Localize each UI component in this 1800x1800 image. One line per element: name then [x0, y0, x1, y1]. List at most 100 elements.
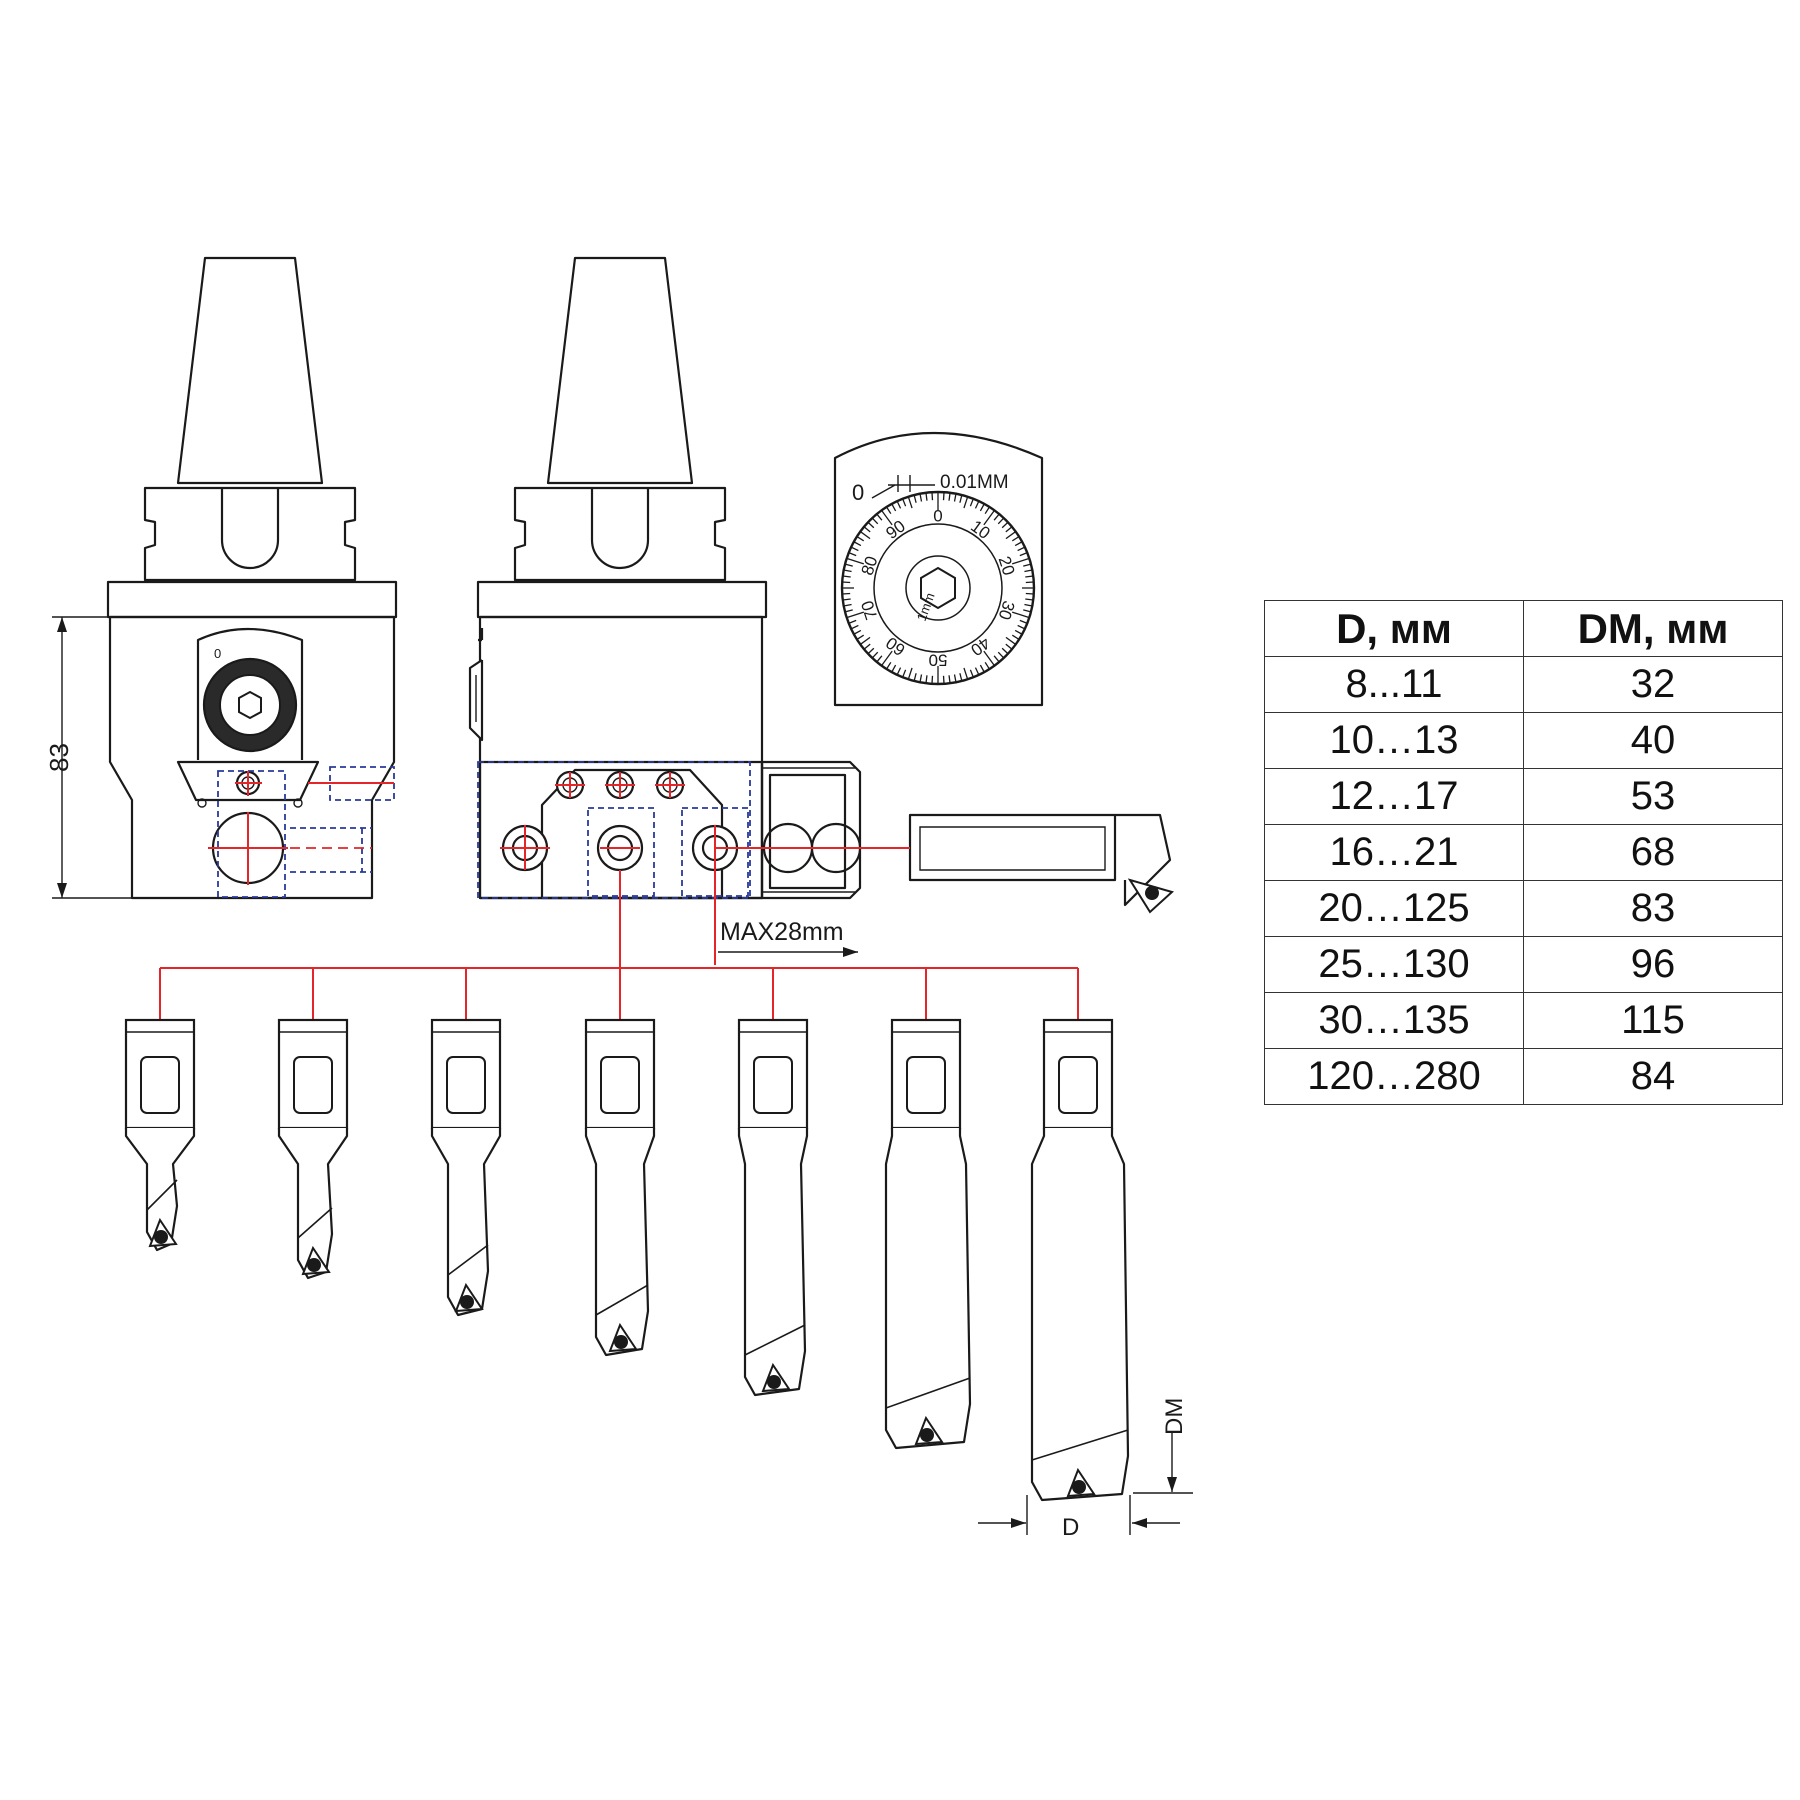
bar-flat: [446, 1056, 486, 1114]
dial-tick: [896, 667, 902, 676]
bar-flat: [753, 1056, 793, 1114]
d-label: D: [1062, 1514, 1079, 1541]
dial-number: 50: [929, 651, 948, 670]
dial-tick: [853, 541, 862, 547]
dial-tick: [846, 611, 865, 619]
dial-ticks: [842, 492, 1034, 684]
dial-number: 70: [858, 598, 882, 622]
dial-tick: [1011, 557, 1030, 565]
body-top-plate: [106, 580, 398, 619]
bar-flat: [140, 1056, 180, 1114]
dim-83-line: [52, 616, 132, 899]
dial-tick: [867, 521, 875, 529]
boring-bar: [884, 1018, 972, 1450]
dial-tick: [1019, 552, 1028, 557]
dial-number: 20: [995, 554, 1019, 578]
taper-shank: [176, 256, 324, 485]
taper-shank-2: [546, 256, 694, 485]
bar-body: [884, 1128, 972, 1450]
dial-tick: [931, 675, 934, 684]
cell-d: 8...11: [1264, 656, 1524, 713]
dial-tick: [1005, 526, 1013, 533]
bar-flat: [293, 1056, 333, 1114]
max-arrow-head: [843, 947, 858, 957]
dial-tick: [886, 661, 892, 670]
dial-tick: [979, 503, 985, 512]
insert-screw: [460, 1295, 474, 1309]
cell-d: 30…135: [1264, 992, 1524, 1049]
dial-hex-icon: [920, 566, 956, 610]
center-screw: [235, 771, 262, 796]
dial-tick: [871, 517, 879, 525]
boring-head-front-view: 0 83: [44, 256, 398, 900]
dial-tick: [846, 557, 865, 565]
hidden-bore-3: [681, 807, 749, 897]
dial-tick: [1025, 598, 1034, 601]
dial-tick: [959, 673, 963, 682]
cell-dm: 40: [1523, 712, 1783, 769]
bar-flat: [600, 1056, 640, 1114]
hidden-bore-2: [587, 807, 655, 897]
body-notch: [478, 628, 484, 642]
dial-number: 80: [858, 554, 882, 578]
dial-tick: [959, 494, 963, 503]
dial-tick: [1011, 611, 1030, 619]
dial-zero-label: 0: [852, 480, 864, 505]
table-header-row: D, мм DM, мм: [1264, 600, 1783, 657]
bar-body: [277, 1128, 349, 1280]
bar-chip-face: [885, 1377, 971, 1409]
dial-tick: [902, 669, 907, 678]
extension-sleeve: [760, 760, 862, 900]
dial-tick: [859, 636, 871, 645]
dial-tick: [881, 509, 893, 526]
bar-chip-face: [447, 1244, 489, 1276]
header-dm: DM, мм: [1523, 600, 1783, 657]
bar-body: [430, 1128, 502, 1317]
dial-tick: [842, 598, 851, 601]
dial-tick: [942, 492, 945, 501]
dial-tick: [842, 575, 851, 578]
dial-tick: [1025, 581, 1034, 584]
boring-bar: [1030, 1018, 1130, 1502]
dial-tick: [871, 651, 879, 659]
small-dial-zero: 0: [214, 646, 221, 661]
dial-tick: [1005, 636, 1017, 645]
cell-d: 25…130: [1264, 936, 1524, 993]
body: [108, 615, 396, 900]
dial-tick: [1023, 609, 1032, 613]
dial-tick: [1005, 643, 1013, 650]
center-horizontal: [714, 847, 910, 965]
sleeve-knurl: [762, 767, 855, 893]
header-d: D, мм: [1264, 600, 1524, 657]
dial-tick: [997, 651, 1005, 659]
dial-tick: [942, 675, 945, 684]
bar-body: [1030, 1128, 1130, 1502]
cell-d: 12…17: [1264, 768, 1524, 825]
dim-arrow-bottom: [57, 883, 67, 898]
boring-bar: [430, 1018, 502, 1317]
d-arrow-left: [1011, 1518, 1026, 1528]
dial-tick: [848, 552, 857, 557]
center-screws: [555, 772, 685, 798]
dimension-83: 83: [44, 743, 74, 772]
dial-tick: [919, 493, 923, 502]
extension-inner: [768, 773, 847, 890]
bar-body: [737, 1128, 809, 1397]
dm-d-dimensions: DM D: [978, 1398, 1193, 1541]
dial-tick: [948, 492, 951, 501]
dial-tick: [1024, 569, 1033, 573]
dial-scale-label: 0.01MM: [940, 472, 1009, 493]
pin-right: [293, 798, 303, 808]
dial-tick: [931, 492, 934, 501]
dial-tick: [1014, 541, 1023, 547]
dial-tick: [953, 493, 957, 502]
dial-tick: [842, 592, 851, 595]
dial-tick: [913, 673, 917, 682]
boring-bar-horizontal: [908, 813, 1117, 882]
dial-number: 30: [995, 598, 1019, 622]
bar-chip-face: [297, 1207, 333, 1239]
cell-dm: 53: [1523, 768, 1783, 825]
dial-tick: [1005, 531, 1017, 540]
insert-screw-horizontal: [1145, 886, 1159, 900]
